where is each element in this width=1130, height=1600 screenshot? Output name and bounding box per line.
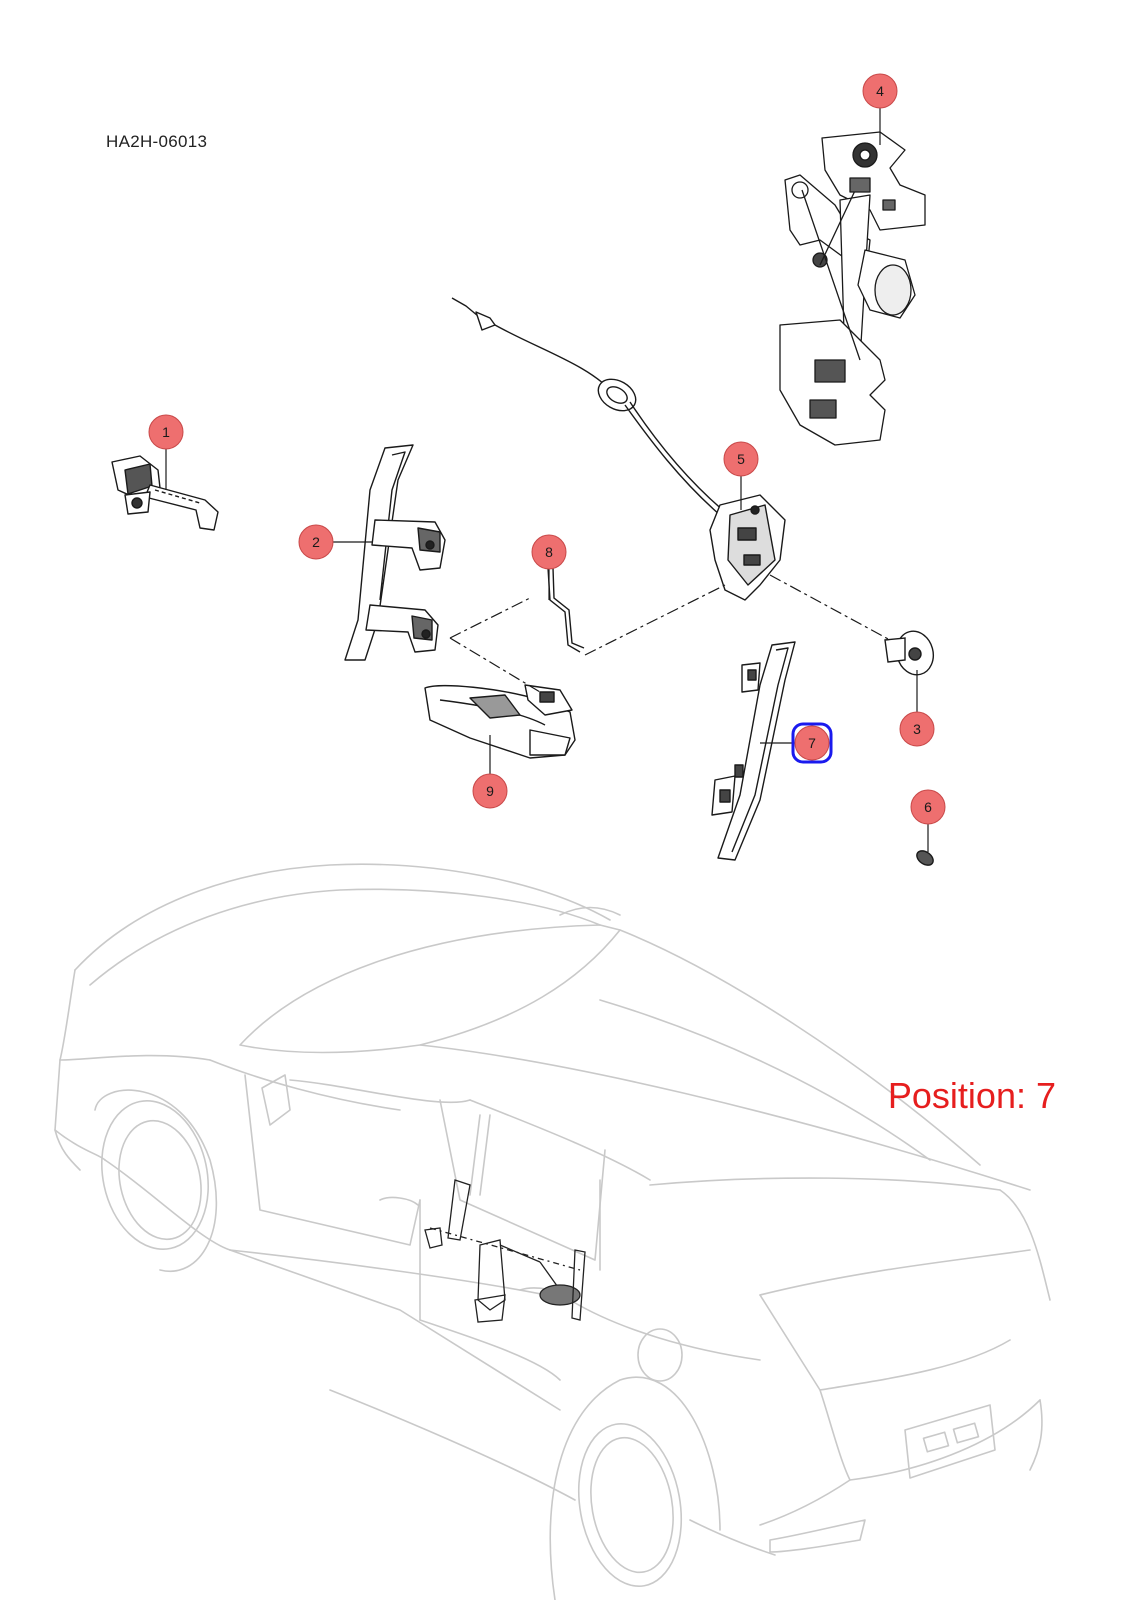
callout-number: 7 [808, 735, 816, 751]
callout-circle [298, 524, 334, 560]
callout-4[interactable]: 4 [862, 73, 898, 109]
callout-1[interactable]: 1 [148, 414, 184, 450]
door-channel-part [711, 641, 796, 861]
outside-handle-part [424, 684, 576, 759]
assembly-lines [449, 574, 891, 693]
callout-number: 1 [162, 424, 170, 440]
window-regulator-part [779, 131, 926, 446]
door-striker-part [884, 630, 934, 676]
callout-circle [794, 725, 830, 761]
callout-circle [862, 73, 898, 109]
callout-highlight-box [791, 722, 833, 764]
callout-7[interactable]: 7 [791, 722, 833, 764]
position-label: Position: 7 [887, 1075, 1056, 1116]
diagram-code: HA2H-06013 [106, 132, 208, 151]
callouts-layer: 1 2 3 4 5 6 7 8 9 [148, 73, 946, 825]
callout-3[interactable]: 3 [899, 711, 935, 747]
callout-number: 6 [924, 799, 932, 815]
callout-number: 3 [913, 721, 921, 737]
callout-8[interactable]: 8 [531, 534, 567, 570]
callout-5[interactable]: 5 [723, 441, 759, 477]
callout-number: 4 [876, 83, 884, 99]
callout-9[interactable]: 9 [472, 773, 508, 809]
plug-part [916, 850, 934, 866]
door-hinge-part [344, 444, 446, 661]
callout-6[interactable]: 6 [910, 789, 946, 825]
callout-number: 9 [486, 783, 494, 799]
latch-rod-part [547, 567, 585, 653]
callout-circle [148, 414, 184, 450]
callout-number: 2 [312, 534, 320, 550]
callout-circle [723, 441, 759, 477]
callout-circle [472, 773, 508, 809]
car-outline [54, 863, 1051, 1600]
door-latch-part [451, 297, 786, 601]
callout-circle [899, 711, 935, 747]
car-door-parts-thumbnail [424, 1179, 586, 1323]
callout-circle [531, 534, 567, 570]
callout-circle [910, 789, 946, 825]
callout-2[interactable]: 2 [298, 524, 334, 560]
leader-lines [165, 107, 929, 852]
callout-number: 5 [737, 451, 745, 467]
callout-number: 8 [545, 544, 553, 560]
door-checker-part [111, 455, 219, 531]
